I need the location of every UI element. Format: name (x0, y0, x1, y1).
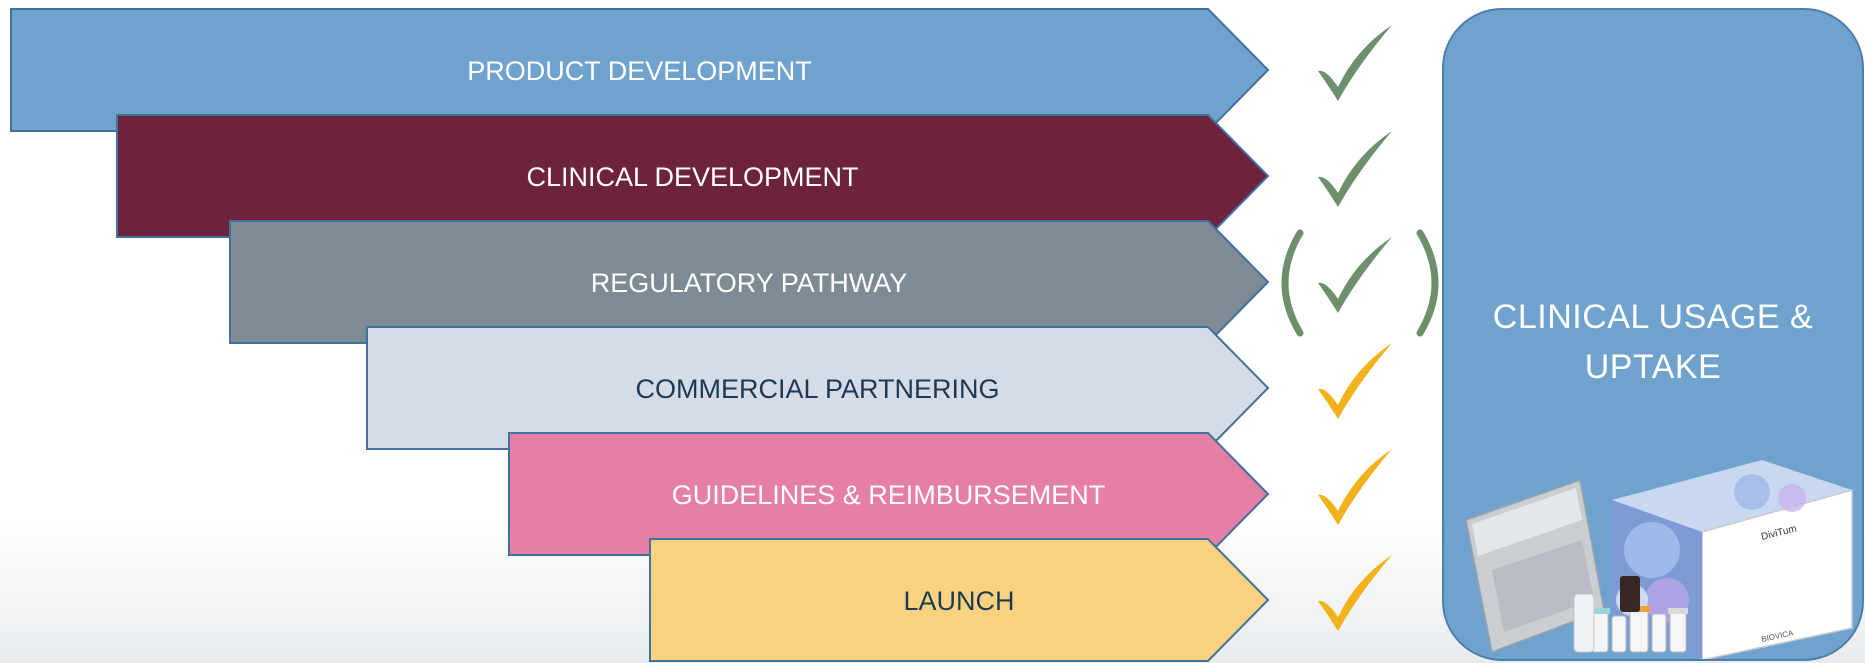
step-arrow: COMMERCIAL PARTNERING (366, 326, 1270, 450)
checkmark-icon (1281, 229, 1439, 337)
panel-title-line1: CLINICAL USAGE & (1492, 298, 1814, 336)
panel-title: CLINICAL USAGE & UPTAKE (1464, 292, 1842, 392)
step-arrow: LAUNCH (649, 538, 1270, 662)
step-label: GUIDELINES & REIMBURSEMENT (672, 480, 1106, 510)
checkmark-icon (1318, 343, 1392, 419)
step-arrow: REGULATORY PATHWAY (229, 220, 1270, 344)
step-label: REGULATORY PATHWAY (591, 268, 908, 298)
checkmark-icon (1318, 555, 1392, 631)
checkmark-icon (1318, 131, 1392, 207)
step-arrow-shape (508, 432, 1270, 556)
clinical-usage-panel: CLINICAL USAGE & UPTAKE DiviTum BIOVICA (1442, 8, 1864, 661)
checkmark-icon (1318, 25, 1392, 101)
step-arrow-shape (366, 326, 1270, 450)
step-arrow-shape (10, 8, 1270, 132)
step-arrow: PRODUCT DEVELOPMENT (10, 8, 1270, 132)
checkmark-icon (1318, 449, 1392, 525)
step-arrow-shape (116, 114, 1270, 238)
step-arrow-shape (649, 538, 1270, 662)
step-arrow: GUIDELINES & REIMBURSEMENT (508, 432, 1270, 556)
right-paren-icon (1416, 229, 1439, 337)
step-arrow: CLINICAL DEVELOPMENT (116, 114, 1270, 238)
step-label: CLINICAL DEVELOPMENT (526, 162, 858, 192)
step-label: PRODUCT DEVELOPMENT (467, 56, 812, 86)
left-paren-icon (1281, 229, 1304, 337)
product-kit-image: DiviTum BIOVICA (1465, 460, 1853, 659)
step-label: COMMERCIAL PARTNERING (635, 374, 999, 404)
panel-title-line2: UPTAKE (1584, 348, 1722, 386)
step-label: LAUNCH (903, 586, 1014, 616)
step-arrow-shape (229, 220, 1270, 344)
